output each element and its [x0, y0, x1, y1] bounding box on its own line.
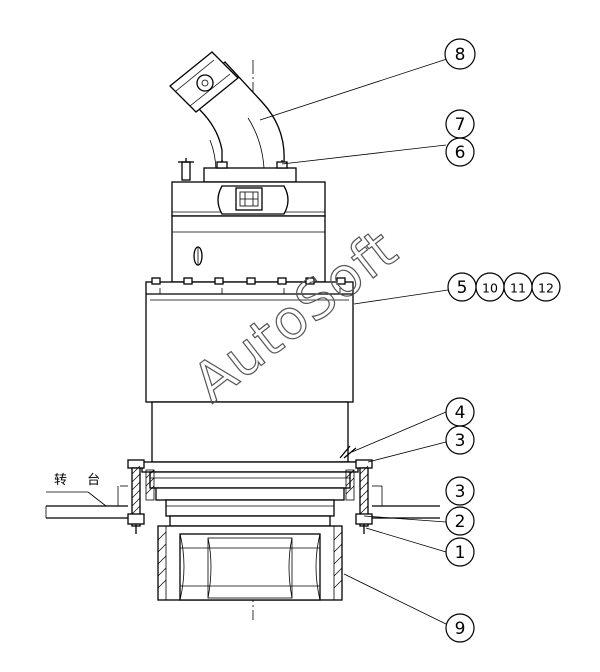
- callout-7: 7: [445, 109, 475, 139]
- callout-9: 9: [445, 613, 475, 643]
- callout-label: 2: [455, 512, 466, 532]
- callout-3-upper: 3: [445, 425, 475, 455]
- callout-10: 10: [475, 272, 505, 302]
- gearbox-lower: [151, 401, 357, 463]
- leader-lines: [259, 57, 451, 625]
- callout-label: 10: [482, 281, 498, 296]
- turntable-plate: [45, 485, 440, 519]
- callout-4: 4: [445, 397, 475, 427]
- gearbox-main: [145, 277, 354, 403]
- callout-label: 3: [455, 482, 466, 502]
- turntable-label: 转 台: [54, 473, 108, 488]
- callout-label: 1: [455, 543, 466, 563]
- callout-2: 2: [445, 506, 475, 536]
- hydraulic-motor: [169, 51, 297, 183]
- callout-8: 8: [444, 38, 476, 70]
- brake-housing: [171, 181, 326, 217]
- callout-label: 6: [455, 143, 466, 163]
- callout-label: 12: [538, 281, 554, 296]
- callout-label: 9: [455, 619, 466, 639]
- callout-3-lower: 3: [445, 476, 475, 506]
- fitting: [178, 158, 194, 181]
- callout-12: 12: [531, 272, 561, 302]
- callout-label: 8: [455, 45, 466, 65]
- callout-label: 4: [455, 403, 466, 423]
- callout-label: 5: [457, 278, 468, 298]
- callout-6: 6: [445, 137, 475, 167]
- callout-label: 11: [510, 281, 526, 296]
- gearbox-upper: [171, 215, 326, 283]
- callout-11: 11: [503, 272, 533, 302]
- mounting-flange: [127, 459, 373, 534]
- callout-5: 5: [447, 272, 477, 302]
- callout-label: 7: [455, 115, 466, 135]
- callout-1: 1: [445, 537, 475, 567]
- callout-label: 3: [455, 431, 466, 451]
- pinion-gear: [157, 525, 343, 601]
